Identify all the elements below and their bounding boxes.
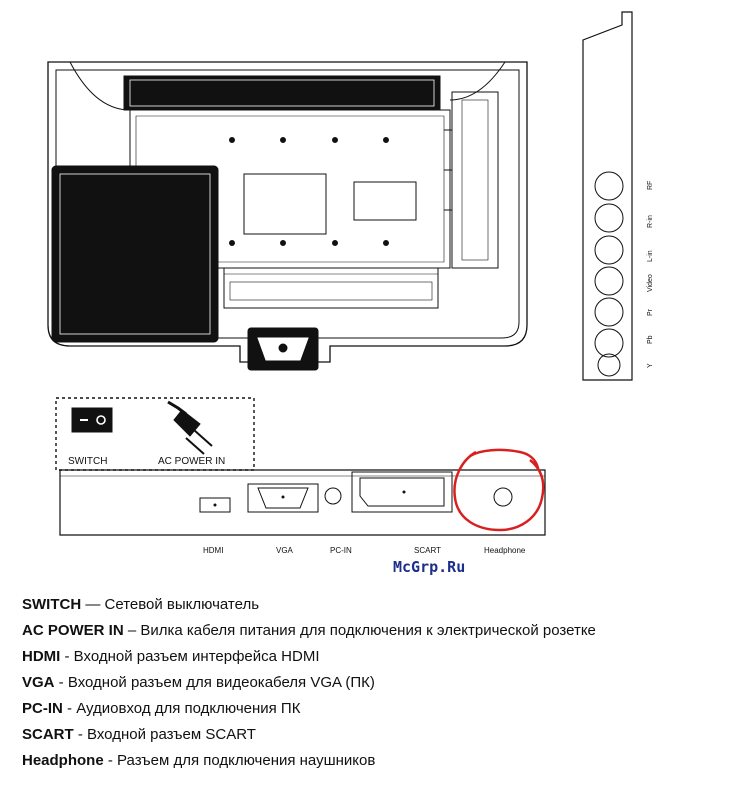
port-label-scart: SCART bbox=[414, 546, 441, 555]
side-label-l-in: L-in bbox=[647, 250, 654, 262]
legend-term: SCART bbox=[22, 726, 74, 743]
vga-port-icon bbox=[247, 483, 319, 513]
legend-sep: - bbox=[54, 674, 68, 691]
legend-desc: Сетевой выключатель bbox=[104, 596, 260, 613]
legend-desc: Аудиовход для подключения ПК bbox=[76, 700, 301, 717]
side-label-y: Y bbox=[647, 363, 654, 368]
side-label-rf: RF bbox=[647, 181, 654, 190]
legend-term: SWITCH bbox=[22, 596, 82, 613]
side-label-r-in: R-in bbox=[647, 215, 654, 228]
pcin-port-icon bbox=[324, 487, 342, 505]
hdmi-port-icon bbox=[199, 497, 231, 513]
headphone-highlight bbox=[453, 450, 545, 532]
legend-sep: - bbox=[60, 648, 74, 665]
legend-term: AC POWER IN bbox=[22, 622, 124, 639]
port-legend: SWITCH — Сетевой выключатель AC POWER IN… bbox=[22, 592, 722, 774]
bottom-port-strip bbox=[59, 469, 546, 536]
side-port-labels: RF R-in L-in Video Pr Pb Y bbox=[647, 181, 654, 368]
side-label-pb: Pb bbox=[647, 335, 654, 344]
legend-sep: - bbox=[73, 726, 88, 743]
legend-item-pcin: PC-IN - Аудиовход для подключения ПК bbox=[22, 696, 722, 722]
legend-sep: – bbox=[123, 622, 141, 639]
port-label-pcin: PC-IN bbox=[330, 546, 352, 555]
legend-term: PC-IN bbox=[22, 700, 63, 717]
side-label-video: Video bbox=[647, 274, 654, 292]
port-label-headphone: Headphone bbox=[484, 546, 526, 555]
ac-power-label: AC POWER IN bbox=[158, 456, 225, 467]
power-switch-icon bbox=[71, 407, 113, 433]
legend-desc: Разъем для подключения наушников bbox=[117, 752, 376, 769]
legend-item-ac-power: AC POWER IN – Вилка кабеля питания для п… bbox=[22, 618, 722, 644]
switch-ac-panel bbox=[55, 397, 255, 471]
legend-sep: — bbox=[81, 596, 105, 613]
port-label-vga: VGA bbox=[276, 546, 294, 555]
legend-sep: - bbox=[62, 700, 77, 717]
legend-desc: Входной разъем SCART bbox=[87, 726, 256, 743]
headphone-port-icon bbox=[493, 487, 513, 507]
side-label-pr: Pr bbox=[647, 308, 654, 316]
scart-port-icon bbox=[351, 471, 453, 513]
legend-sep: - bbox=[103, 752, 118, 769]
legend-desc: Вилка кабеля питания для подключения к э… bbox=[140, 622, 596, 639]
legend-desc: Входной разъем интерфейса HDMI bbox=[73, 648, 320, 665]
watermark: McGrp.Ru bbox=[393, 558, 465, 576]
tv-rear-diagram: RF R-in L-in Video Pr Pb Y SWITCH AC POW… bbox=[47, 11, 654, 576]
legend-desc: Входной разъем для видеокабеля VGA (ПК) bbox=[67, 674, 375, 691]
power-plug-icon bbox=[167, 400, 213, 455]
legend-term: Headphone bbox=[22, 752, 104, 769]
legend-item-vga: VGA - Входной разъем для видеокабеля VGA… bbox=[22, 670, 722, 696]
port-label-hdmi: HDMI bbox=[203, 546, 223, 555]
legend-item-scart: SCART - Входной разъем SCART bbox=[22, 722, 722, 748]
legend-item-hdmi: HDMI - Входной разъем интерфейса HDMI bbox=[22, 644, 722, 670]
tv-back-panel bbox=[47, 61, 528, 371]
legend-term: HDMI bbox=[22, 648, 61, 665]
switch-label: SWITCH bbox=[68, 456, 107, 467]
legend-item-headphone: Headphone - Разъем для подключения наушн… bbox=[22, 748, 722, 774]
legend-item-switch: SWITCH — Сетевой выключатель bbox=[22, 592, 722, 618]
legend-term: VGA bbox=[22, 674, 55, 691]
tv-side-profile bbox=[582, 11, 633, 381]
